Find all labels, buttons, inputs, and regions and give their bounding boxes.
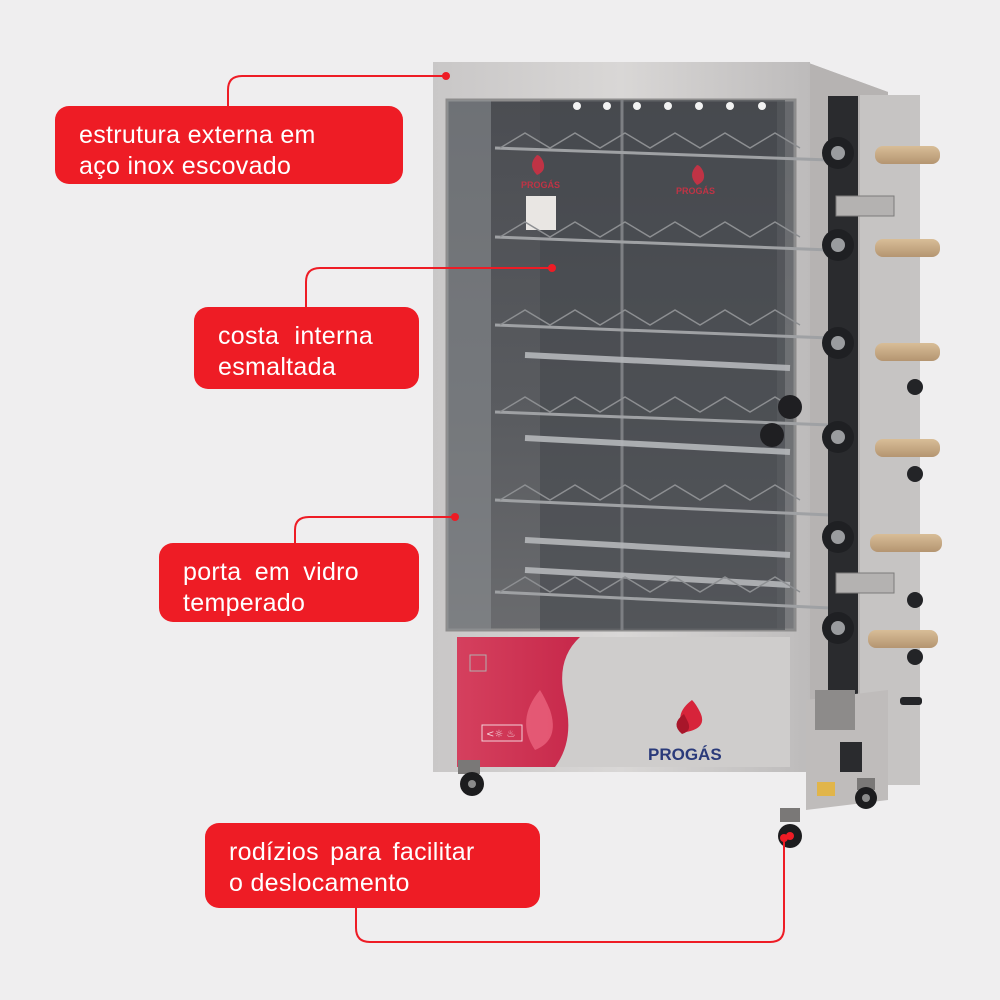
glass-reflection bbox=[447, 100, 491, 630]
callout-line: temperado bbox=[183, 589, 306, 617]
front-logo-text: PROGÁS bbox=[648, 745, 722, 764]
red-flame-panel bbox=[457, 637, 580, 767]
callout-line: estrutura externa em bbox=[79, 121, 316, 149]
inner-logo-text-2: PROGÁS bbox=[676, 186, 715, 196]
callout-glass-door: porta em vidro temperado bbox=[159, 543, 419, 622]
spit-drive-units bbox=[822, 137, 942, 648]
callout-line: o deslocamento bbox=[229, 869, 410, 897]
flame-logo-icon bbox=[532, 155, 705, 185]
callout-line: costa interna bbox=[218, 322, 374, 350]
wooden-handle-4 bbox=[875, 439, 940, 457]
callout-connectors bbox=[227, 75, 785, 943]
callout-line: rodízios para facilitar bbox=[229, 838, 475, 866]
caster-wheel-icon bbox=[458, 760, 877, 848]
spit-forks bbox=[499, 132, 801, 593]
warning-label bbox=[526, 196, 556, 230]
callout-line: esmaltada bbox=[218, 353, 337, 381]
flame-logo-icon bbox=[676, 700, 703, 734]
wooden-handle-6 bbox=[868, 630, 938, 648]
callout-line: aço inox escovado bbox=[79, 152, 292, 180]
callout-anchor-dots bbox=[442, 72, 788, 842]
callout-casters: rodízios para facilitar o deslocamento bbox=[205, 823, 540, 908]
inner-logo-text-1: PROGÁS bbox=[521, 180, 560, 190]
callout-line: porta em vidro bbox=[183, 558, 359, 586]
wooden-handle-1 bbox=[875, 146, 940, 164]
top-lights bbox=[573, 102, 766, 110]
front-panel-icons: <☼ ♨ bbox=[486, 729, 516, 740]
spit-racks bbox=[494, 146, 831, 610]
control-knob-icon[interactable] bbox=[900, 379, 923, 705]
door-knob-lower[interactable] bbox=[760, 423, 784, 447]
callout-external-structure: estrutura externa em aço inox escovado bbox=[55, 106, 403, 184]
wooden-handle-2 bbox=[875, 239, 940, 257]
door-knob-upper[interactable] bbox=[778, 395, 802, 419]
front-panel-label bbox=[481, 724, 523, 742]
callout-enameled-back: costa interna esmaltada bbox=[194, 307, 419, 389]
motor-icon bbox=[815, 690, 862, 796]
wooden-handle-5 bbox=[870, 534, 942, 552]
wooden-handle-3 bbox=[875, 343, 940, 361]
